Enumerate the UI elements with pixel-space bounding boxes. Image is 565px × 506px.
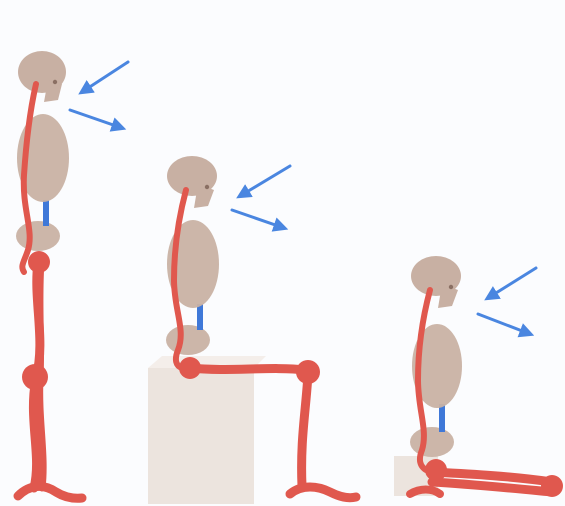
arrow-down-left-icon xyxy=(82,62,128,92)
kneeling-abdomen-link xyxy=(439,404,445,432)
standing-hip-joint xyxy=(28,251,50,273)
arrow-down-right-icon xyxy=(478,314,530,334)
standing-eye xyxy=(53,80,57,84)
arrow-down-right-icon xyxy=(232,210,284,228)
standing-abdomen-link xyxy=(43,200,49,226)
sitting-abdomen-link xyxy=(197,304,203,330)
arrow-down-right-icon xyxy=(70,110,122,128)
kneeling-eye xyxy=(449,285,453,289)
standing-foot xyxy=(18,486,82,498)
kneeling-foot xyxy=(410,490,440,495)
arrow-down-left-icon xyxy=(240,166,290,196)
seat-box xyxy=(148,368,254,504)
sitting-shin xyxy=(302,374,308,486)
sitting-pelvis xyxy=(166,325,210,355)
figure-sitting xyxy=(148,156,356,504)
standing-pelvis xyxy=(16,221,60,251)
figure-kneeling xyxy=(394,256,563,497)
arrow-down-left-icon xyxy=(488,268,536,298)
sitting-eye xyxy=(205,185,209,189)
sitting-thigh xyxy=(190,368,306,370)
standing-knee-joint xyxy=(22,364,48,390)
kneeling-pelvis xyxy=(410,427,454,457)
kneeling-knee-joint xyxy=(541,475,563,497)
figure-standing xyxy=(16,51,128,498)
sitting-foot xyxy=(290,487,356,498)
